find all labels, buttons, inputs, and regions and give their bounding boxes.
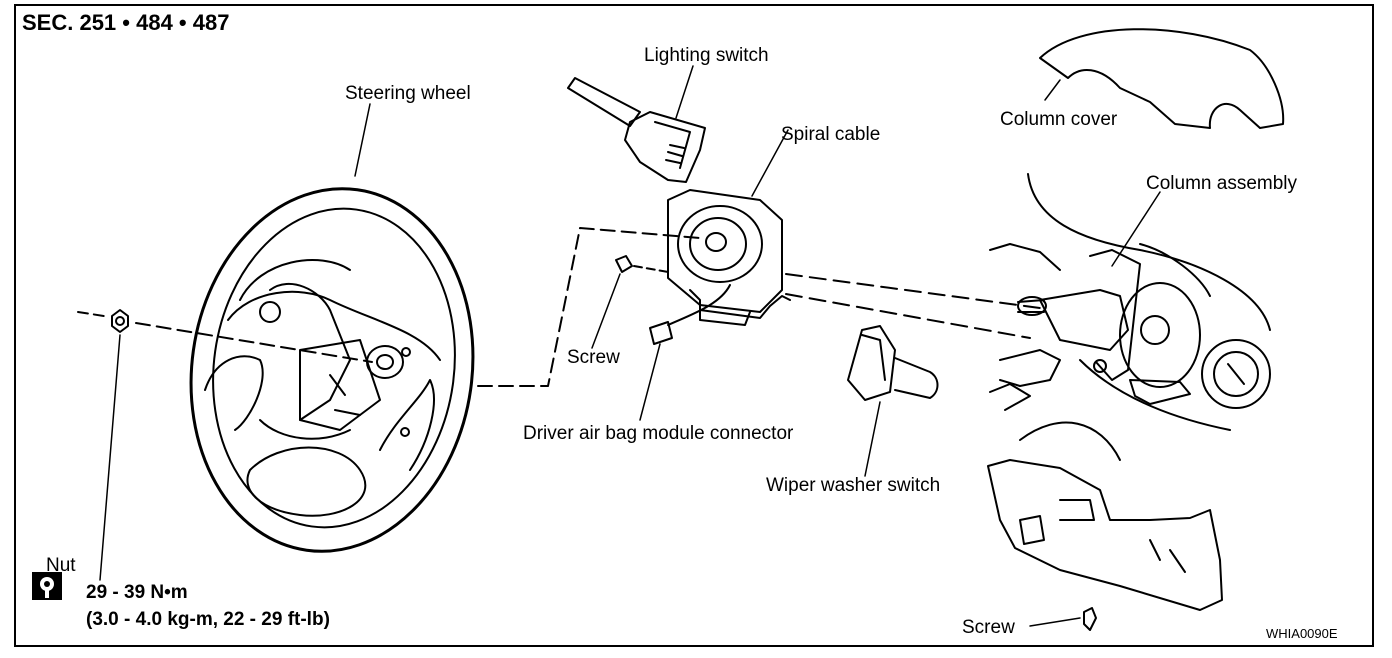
torque-conversion: (3.0 - 4.0 kg-m, 22 - 29 ft-lb) [86, 609, 330, 630]
lower-column-cover-part [987, 459, 1223, 611]
torque-wrench-icon [32, 572, 62, 600]
dashed-line-column-1 [785, 273, 1041, 309]
screw-lower-part [1029, 607, 1097, 631]
screw-upper-part [591, 255, 669, 349]
label-nut: Nut [46, 555, 76, 576]
wiper-washer-switch-part [847, 325, 939, 477]
column-cover-part [1039, 28, 1285, 129]
ignition-part [1201, 339, 1271, 409]
label-wiper-washer-switch: Wiper washer switch [766, 475, 941, 496]
label-driver-airbag-connector: Driver air bag module connector [523, 423, 794, 444]
dashed-line-column-2 [785, 293, 1031, 339]
nut-part [77, 309, 373, 581]
label-column-cover: Column cover [1000, 109, 1118, 130]
label-steering-wheel: Steering wheel [345, 83, 471, 104]
leader-connector [639, 343, 661, 421]
diagram-frame [14, 4, 1374, 647]
alignment-line [477, 227, 701, 387]
label-screw-upper: Screw [567, 347, 620, 368]
torque-value: 29 - 39 N•m [86, 582, 188, 603]
steering-wheel-part [189, 187, 475, 553]
figure-code: WHIA0090E [1266, 626, 1338, 641]
label-lighting-switch: Lighting switch [644, 45, 769, 66]
spiral-cable-part [649, 129, 791, 345]
label-column-assembly: Column assembly [1146, 173, 1297, 194]
leader-steering-wheel [354, 103, 371, 177]
lighting-switch-part [567, 65, 706, 183]
label-screw-lower: Screw [962, 617, 1015, 638]
label-spiral-cable: Spiral cable [781, 124, 881, 145]
column-assembly-part [989, 173, 1271, 461]
section-number: SEC. 251 • 484 • 487 [22, 10, 230, 35]
